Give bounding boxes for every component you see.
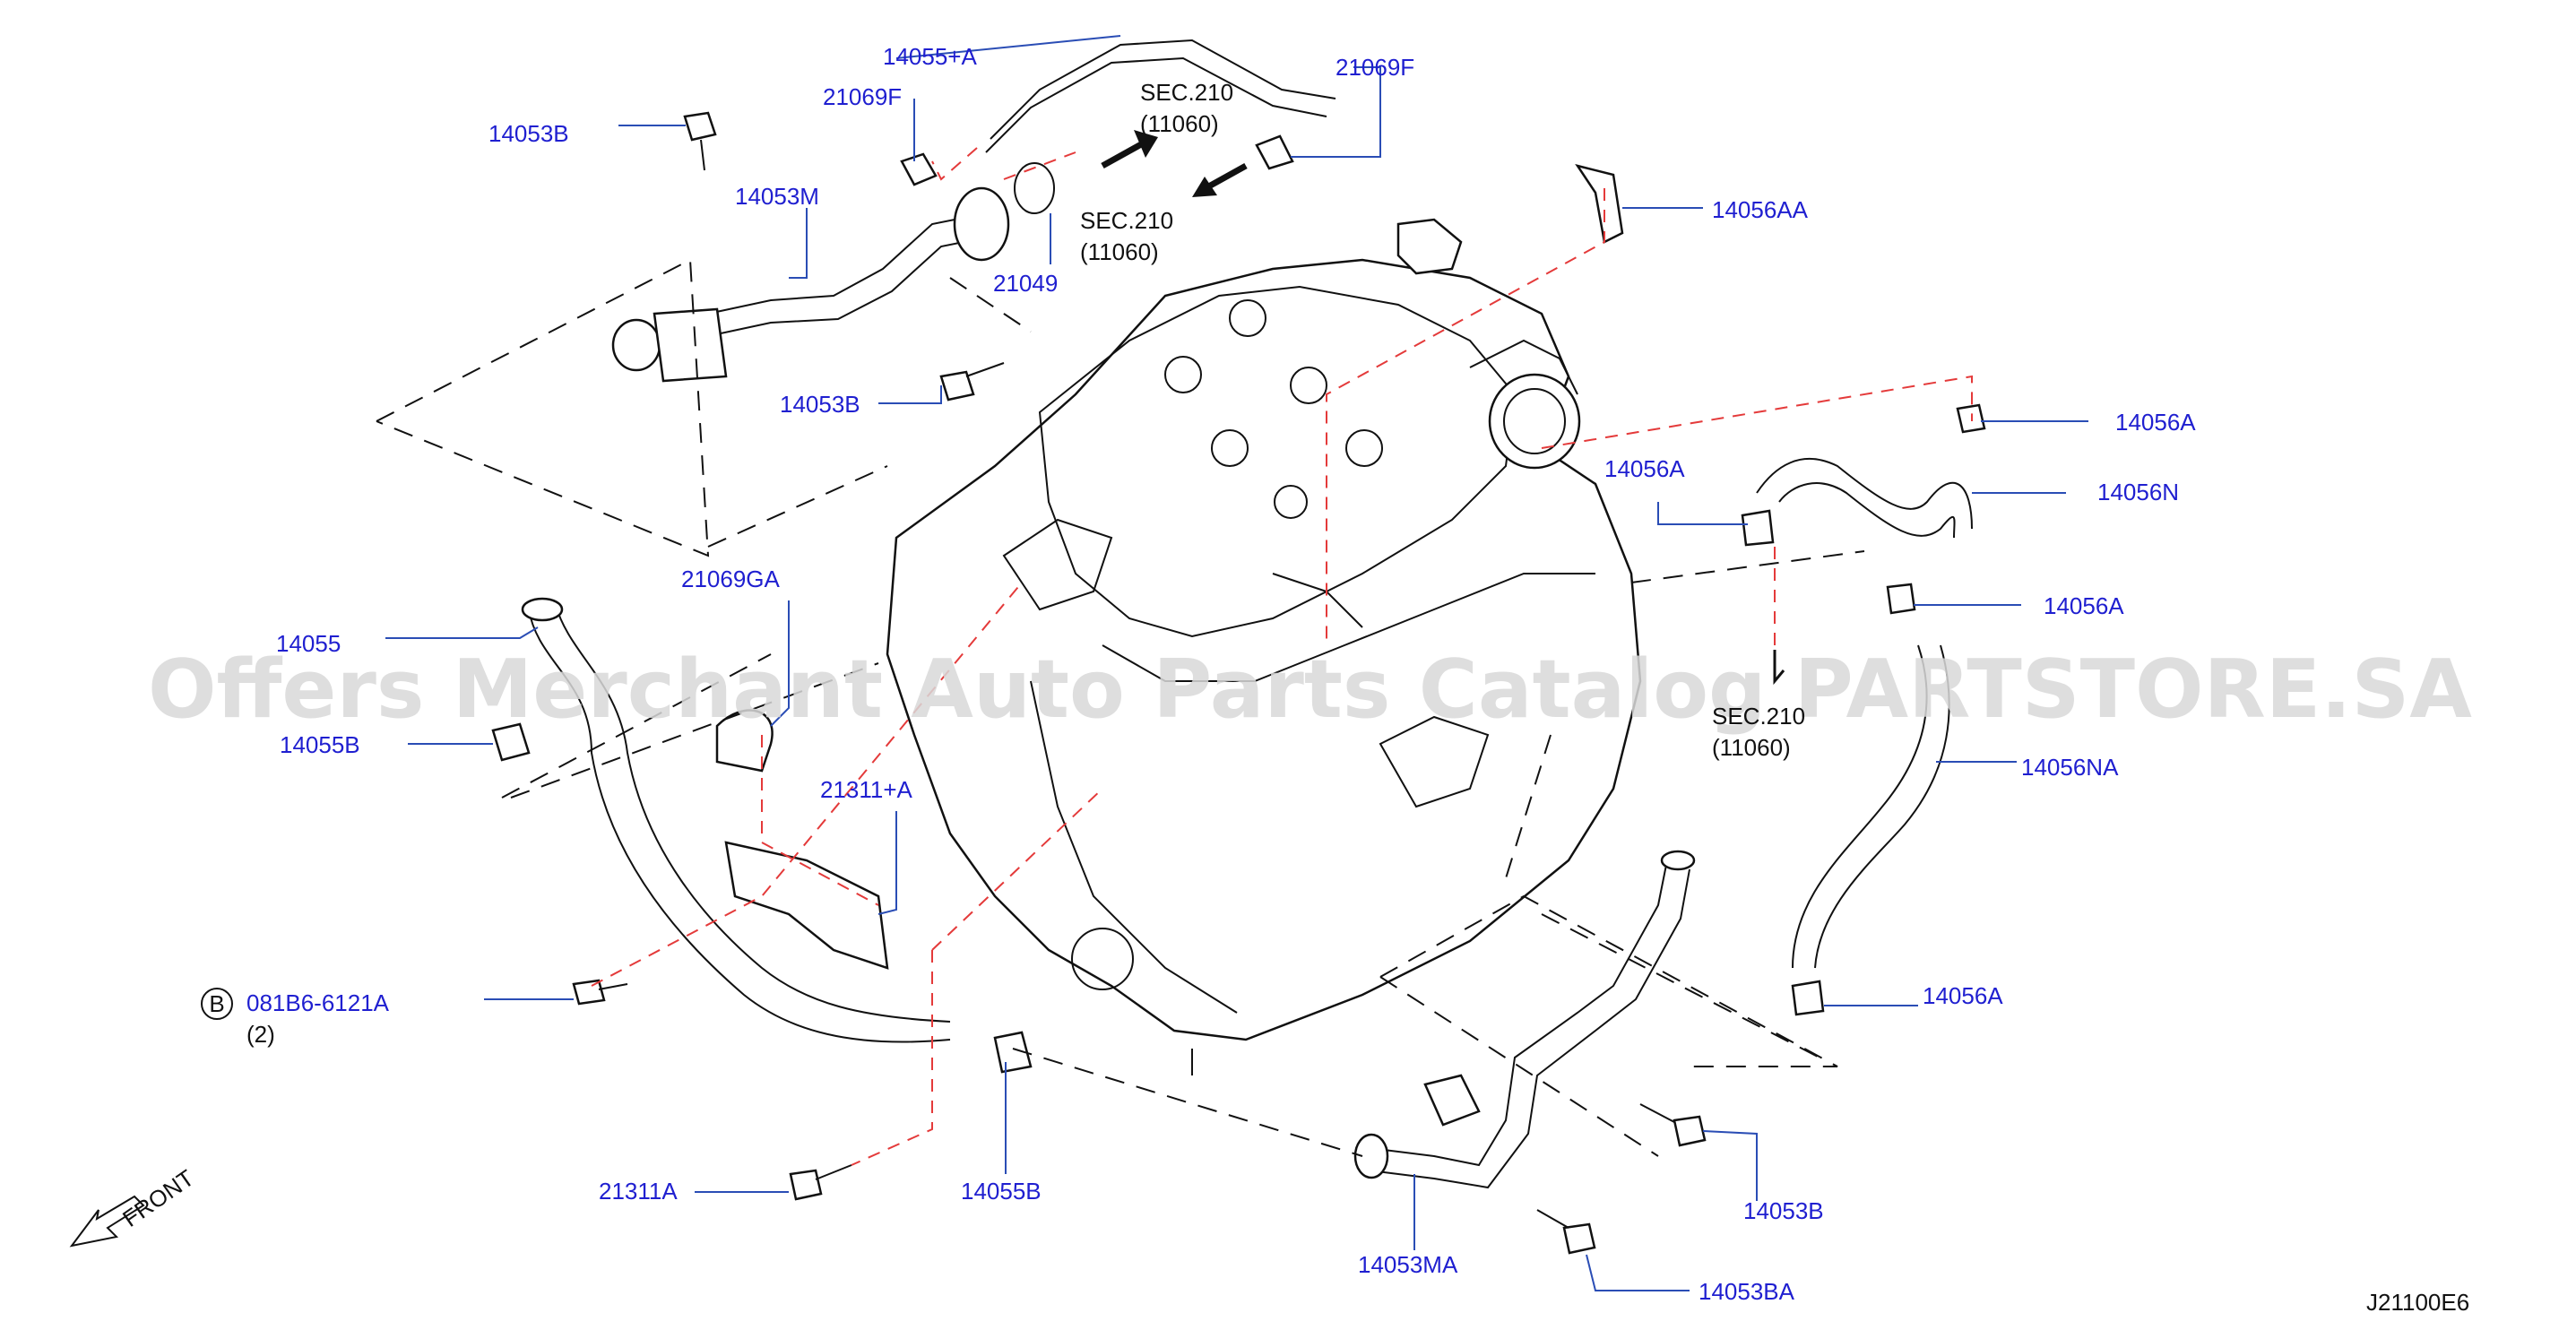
label-14056n[interactable]: 14056N [2097,479,2179,505]
label-081b6-quantity: (2) [246,1021,275,1048]
label-21069f-right[interactable]: 21069F [1336,54,1414,81]
sec-ref-line1: SEC.210 [1080,207,1173,234]
badge-letter: B [209,990,224,1017]
hose-14056n [1756,457,1973,539]
front-arrow-icon [69,1195,145,1248]
flow-arrow-in [1192,162,1248,197]
label-14056na[interactable]: 14056NA [2021,754,2119,781]
sec-ref-line2: (11060) [1712,734,1791,761]
leader-lines [385,35,2088,1291]
hose-14055 [521,597,951,1043]
label-14055b-left[interactable]: 14055B [280,731,360,758]
label-14053b-top[interactable]: 14053B [488,120,569,147]
engine-assembly-drawing [886,218,1642,1075]
label-14055[interactable]: 14055 [276,630,341,657]
sec-ref-line1: SEC.210 [1140,79,1233,106]
sec-ref-line2: (11060) [1080,238,1159,265]
clip-21069ga [715,709,774,773]
assembly-red-dashed-lines [591,147,1973,1166]
hose-14055-plus-a [985,39,1336,153]
bracket-14056aa [1575,164,1624,244]
flow-arrow-out [1101,130,1158,169]
label-14056a-mid-right[interactable]: 14056A [2044,592,2124,619]
label-21069ga[interactable]: 21069GA [681,566,781,592]
sec-ref-line1: SEC.210 [1712,703,1805,730]
bracket-21311-plus-a [724,841,889,970]
diagram-code: J21100E6 [2366,1289,2469,1316]
section-reference-right: SEC.210 (11060) [1712,650,1805,761]
label-14056a-upper-right[interactable]: 14056A [2115,409,2196,436]
section-reference-middle: SEC.210 (11060) [1080,207,1173,265]
label-21311a-plus[interactable]: 21311+A [820,776,913,803]
bolt-parts [572,111,1707,1255]
clamp-parts [491,134,1986,1074]
watermark-text: Offers Merchant Auto Parts Catalog PARTS… [148,643,2472,737]
label-21069f-left[interactable]: 21069F [823,83,902,110]
label-14053m[interactable]: 14053M [735,183,819,210]
part-labels: 14055+A 21069F 21069F 14053B 14053M 2104… [246,43,2196,1305]
pipe-14053m [611,186,1010,383]
label-14053ma[interactable]: 14053MA [1358,1251,1458,1278]
sec-ref-line2: (11060) [1140,110,1219,137]
label-081b6-6121a[interactable]: 081B6-6121A [246,989,390,1016]
label-14055b-bottom[interactable]: 14055B [961,1178,1042,1205]
o-ring-21049 [1014,162,1055,214]
label-14053b-mid[interactable]: 14053B [780,391,860,418]
assembly-dashed-lines [376,258,1865,1157]
label-14055a[interactable]: 14055+A [883,43,977,70]
label-14053b-bottom-right[interactable]: 14053B [1743,1197,1824,1224]
label-14056aa[interactable]: 14056AA [1712,196,1809,223]
label-14056a-left[interactable]: 14056A [1604,455,1685,482]
label-14056a-lower-right[interactable]: 14056A [1923,982,2003,1009]
pipe-14053ma [1353,850,1696,1189]
bolt-callout-badge: B [201,988,233,1020]
hose-14056na [1792,644,1950,969]
section-reference-top: SEC.210 (11060) [1140,79,1233,137]
label-21311a[interactable]: 21311A [599,1178,678,1205]
label-21049[interactable]: 21049 [993,270,1058,297]
label-14053ba[interactable]: 14053BA [1699,1278,1795,1305]
